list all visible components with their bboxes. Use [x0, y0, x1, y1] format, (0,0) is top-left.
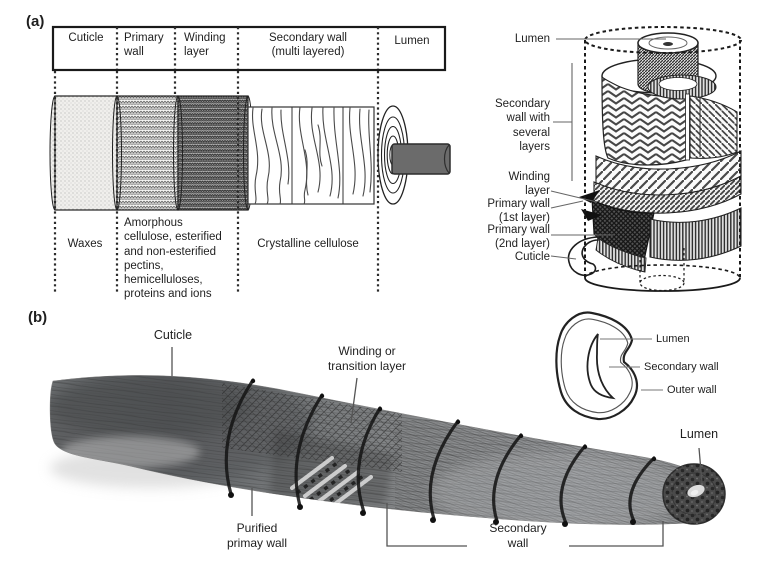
- lumen-crescent: [586, 333, 616, 400]
- primary-wall-segment: [116, 95, 179, 211]
- pointer-lines-3d: [550, 38, 666, 260]
- inset-pointer-lines: [600, 338, 663, 391]
- label-3d-cuticle: Cuticle: [514, 251, 550, 263]
- inset-label-lumen: Lumen: [656, 333, 690, 345]
- label-b-secondary-wall: Secondary wall: [489, 521, 547, 550]
- cuticle-flap: [567, 236, 599, 277]
- label-b-lumen: Lumen: [679, 427, 719, 441]
- column-label-cuticle: Cuticle: [68, 32, 104, 44]
- panel-b-marker: (b): [28, 309, 48, 326]
- label-b-winding: Winding or transition layer: [327, 344, 407, 373]
- winding-layer-segment: [177, 95, 249, 211]
- pointer-lines-b: [171, 347, 703, 547]
- label-3d-winding-layer: Winding layer: [508, 171, 550, 198]
- inset-label-outer-wall: Outer wall: [667, 384, 717, 396]
- panel-a-marker: (a): [26, 13, 45, 30]
- column-label-lumen: Lumen: [394, 35, 430, 47]
- pointer-arrow: [581, 209, 602, 221]
- primary-wall-band: [649, 207, 742, 261]
- header-box: [51, 25, 447, 72]
- wrap-rings: [224, 378, 656, 525]
- layer-cylinder: [49, 95, 451, 211]
- lumen-rod: [391, 143, 451, 175]
- ring-knobs: [228, 378, 657, 527]
- label-3d-primary-wall-1: Primary wall (1st layer): [487, 198, 550, 225]
- segment-joint-arc: [112, 95, 122, 211]
- inner-layer-cylinder: [689, 95, 738, 159]
- pointer-arrow: [579, 190, 600, 203]
- fiber-3d-figure: [550, 26, 742, 292]
- wax-segment: [54, 95, 118, 211]
- cross-section-inset: [555, 311, 663, 421]
- column-label-primary: Primary wall: [124, 32, 164, 59]
- label-b-purified-primary: Purified primay wall: [226, 521, 287, 550]
- guide-dotted-lines: [53, 27, 380, 292]
- curl-inner: [658, 77, 698, 91]
- crystalline-label: Crystalline cellulose: [257, 238, 359, 250]
- cut-seam: [685, 93, 690, 161]
- lumen-spot: [687, 484, 705, 498]
- segment-joint-arc: [173, 95, 183, 211]
- fiber-end-face: [662, 463, 726, 525]
- waxes-label: Waxes: [67, 238, 103, 250]
- primary-wall-band-left: [595, 237, 647, 273]
- label-3d-secondary-wall: Secondary wall with several layers: [495, 98, 550, 153]
- secondary-wall-outline: [560, 318, 633, 414]
- column-label-winding: Winding layer: [184, 32, 226, 59]
- label-3d-primary-wall-2: Primary wall (2nd layer): [487, 224, 550, 251]
- column-label-secondary: Secondary wall (multi layered): [269, 32, 347, 59]
- label-3d-lumen: Lumen: [514, 33, 550, 45]
- winding-band: [593, 175, 742, 214]
- outer-dashed-cylinder: [584, 26, 742, 292]
- amorphous-label: Amorphous cellulose, esterified and non-…: [124, 217, 222, 301]
- inset-label-secondary-wall: Secondary wall: [644, 361, 719, 373]
- secondary-wall-segment: [247, 106, 375, 205]
- label-b-cuticle: Cuticle: [153, 328, 193, 342]
- panel-a-schematic: [49, 25, 451, 292]
